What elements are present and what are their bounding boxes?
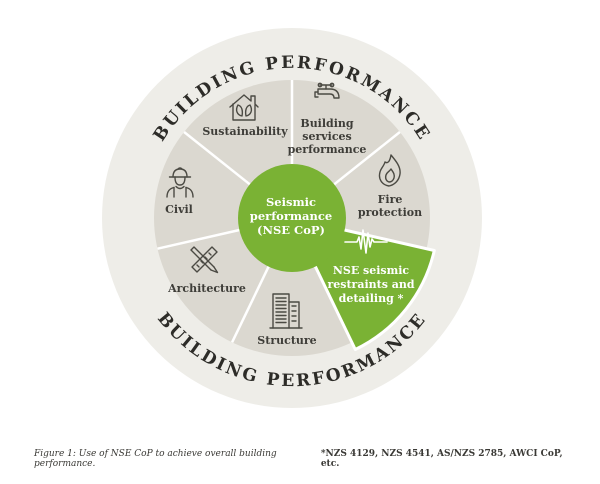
building-icon	[269, 293, 303, 329]
figure-footnote: *NZS 4129, NZS 4541, AS/NZS 2785, AWCI C…	[320, 449, 563, 469]
house-leaf-icon	[229, 94, 259, 121]
wedge-label: restraints and	[327, 278, 414, 291]
divider-upper-right	[330, 131, 401, 188]
figure-caption: Figure 1: Use of NSE CoP to achieve over…	[34, 449, 277, 469]
divider-upper-left	[183, 131, 254, 188]
faucet-icon	[314, 82, 340, 99]
wedge-dividers	[157, 80, 401, 343]
wedge-label: Fire	[378, 193, 403, 206]
wedge-label: Sustainability	[202, 125, 288, 138]
wedge-label: Structure	[257, 334, 316, 347]
wedge-label: performance	[288, 143, 367, 156]
svg-text:Seismic: Seismic	[266, 195, 316, 209]
divider-lower-left	[230, 262, 272, 343]
seismic-wave-icon	[344, 229, 388, 254]
engineer-icon	[166, 167, 194, 198]
wedge-nse-seismic: NSE seismic restraints and detailing *	[327, 229, 415, 305]
wedge-label: Architecture	[167, 282, 246, 295]
wedge-civil: Civil	[165, 167, 194, 216]
wedge-architecture: Architecture	[167, 246, 246, 295]
wedge-label: NSE seismic	[333, 264, 410, 277]
pencil-ruler-icon	[190, 246, 219, 274]
wedge-structure: Structure	[257, 293, 317, 347]
wedge-label: Building	[300, 117, 354, 130]
svg-text:performance: performance	[250, 209, 332, 223]
wedge-sustainability: Sustainability	[202, 94, 288, 138]
wedge-label: protection	[358, 206, 422, 219]
center-circle	[238, 164, 346, 272]
divider-left	[157, 227, 244, 250]
wedge-label: Civil	[165, 203, 193, 216]
svg-text:(NSE CoP): (NSE CoP)	[257, 223, 325, 237]
wedge-label: detailing *	[339, 292, 404, 305]
wedge-fire-protection: Fire protection	[358, 154, 422, 219]
wedge-building-services: Building services performance	[288, 82, 367, 156]
center-label: Seismic performance (NSE CoP)	[250, 195, 332, 237]
wedge-label: services	[302, 130, 351, 143]
flame-icon	[378, 154, 401, 187]
building-performance-diagram: BUILDING PERFORMANCE BUILDING PERFORMANC…	[102, 28, 482, 408]
figure-footer: Figure 1: Use of NSE CoP to achieve over…	[34, 449, 567, 469]
